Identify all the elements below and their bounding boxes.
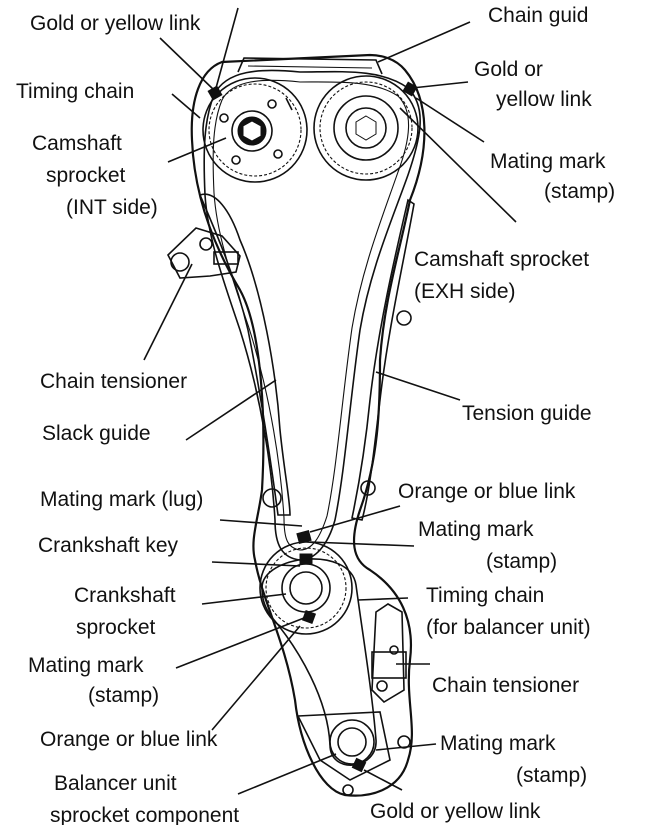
- label-mating-mark-lug: Mating mark (lug): [40, 488, 203, 511]
- label-orange-link-bottom: Orange or blue link: [40, 728, 218, 751]
- camshaft-sprocket-exh: [313, 75, 419, 181]
- label-gold-link-top-left: Gold or yellow link: [30, 12, 201, 35]
- label-mating-mark-bottom-1: Mating mark: [440, 732, 556, 755]
- tension-guide: [351, 198, 415, 521]
- label-mating-mark-bottom-2: (stamp): [516, 764, 587, 787]
- timing-chain-loop: [203, 69, 421, 561]
- label-balancer-2: sprocket component: [50, 804, 239, 825]
- label-tension-guide: Tension guide: [462, 402, 592, 425]
- gold-link-top-left-marker: [207, 85, 223, 101]
- label-mating-mark-mid-2: (stamp): [486, 550, 557, 573]
- label-crankshaft-key: Crankshaft key: [38, 534, 179, 557]
- label-chain-guide: Chain guid: [488, 4, 588, 27]
- chain-tensioner-lower: [371, 603, 407, 704]
- label-timing-chain-bal-1: Timing chain: [426, 584, 544, 607]
- label-mating-mark-top-2: (stamp): [544, 180, 615, 203]
- label-gold-link-right-1: Gold or: [474, 58, 543, 81]
- label-gold-link-bottom: Gold or yellow link: [370, 800, 541, 823]
- label-timing-chain-bal-2: (for balancer unit): [426, 616, 591, 639]
- label-mating-mark-low-1: Mating mark: [28, 654, 144, 677]
- label-camshaft-exh-1: Camshaft sprocket: [414, 248, 589, 271]
- label-mating-mark-mid-1: Mating mark: [418, 518, 534, 541]
- chain-guide: [237, 57, 383, 75]
- gold-link-top-right-marker: [402, 81, 418, 97]
- leader-lines: [143, 7, 517, 795]
- label-timing-chain: Timing chain: [16, 80, 134, 103]
- label-crankshaft-sprocket-2: sprocket: [76, 616, 156, 639]
- label-chain-tensioner-left: Chain tensioner: [40, 370, 187, 393]
- label-mating-mark-top-1: Mating mark: [490, 150, 606, 173]
- slack-guide: [198, 193, 291, 516]
- label-balancer-1: Balancer unit: [54, 772, 177, 795]
- label-orange-link-top: Orange or blue link: [398, 480, 576, 503]
- camshaft-sprocket-int: [202, 77, 308, 183]
- label-camshaft-int-1: Camshaft: [32, 132, 122, 155]
- label-chain-tensioner-right: Chain tensioner: [432, 674, 579, 697]
- label-mating-mark-low-2: (stamp): [88, 684, 159, 707]
- label-camshaft-int-3: (INT side): [66, 196, 158, 219]
- label-camshaft-exh-2: (EXH side): [414, 280, 516, 303]
- label-slack-guide: Slack guide: [42, 422, 151, 445]
- label-crankshaft-sprocket-1: Crankshaft: [74, 584, 176, 607]
- label-camshaft-int-2: sprocket: [46, 164, 126, 187]
- label-gold-link-right-2: yellow link: [496, 88, 592, 111]
- balancer-chain-loop: [261, 558, 377, 766]
- engine-cover-outline: [190, 53, 426, 797]
